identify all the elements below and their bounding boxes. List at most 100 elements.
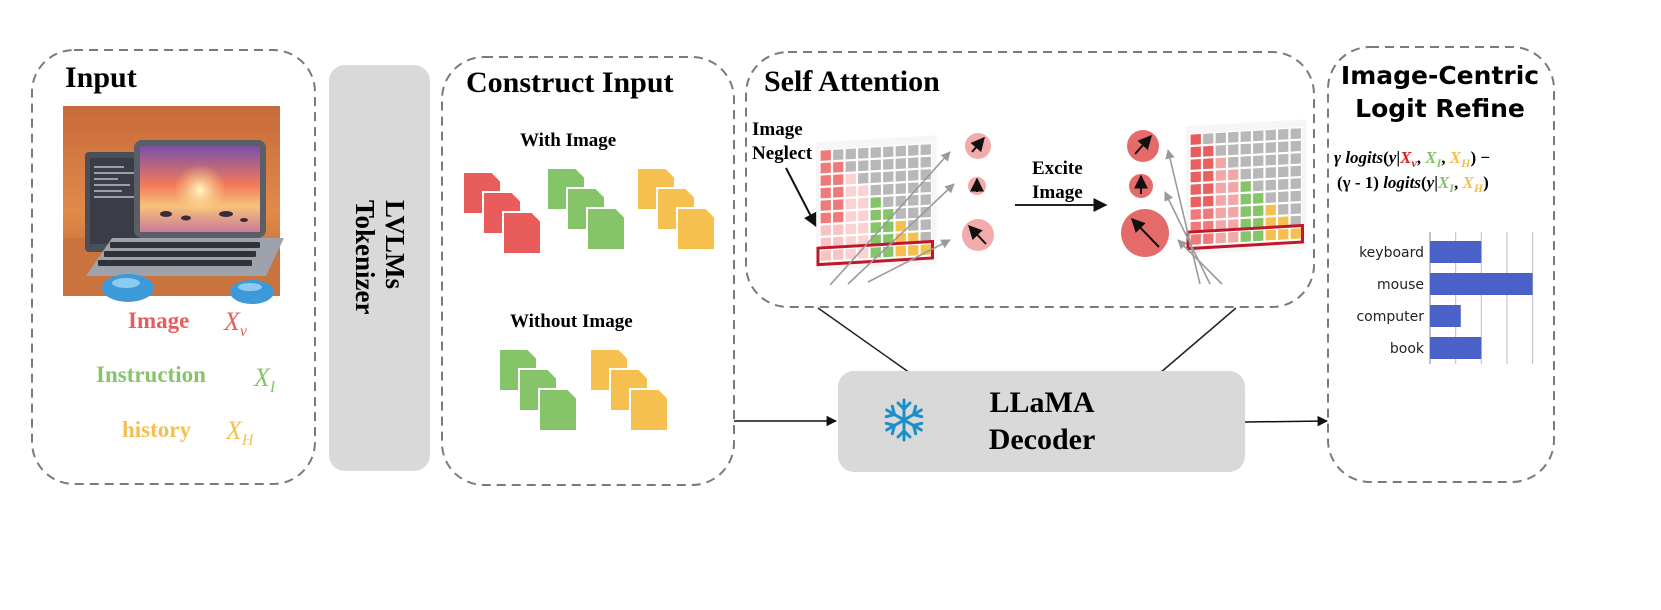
attention-cell xyxy=(1264,178,1278,192)
image-neglect-line2: Neglect xyxy=(752,143,813,164)
attention-cell xyxy=(1189,195,1203,209)
attention-cell xyxy=(919,155,933,169)
attention-cell xyxy=(1276,227,1290,242)
tokenizer-line1: LVLMs xyxy=(380,200,410,289)
attention-cell xyxy=(1251,229,1265,243)
attention-cell xyxy=(919,180,933,194)
attention-cell xyxy=(1201,156,1215,171)
flow-arrow-to-refine xyxy=(1244,415,1329,427)
attention-cell xyxy=(1264,140,1278,155)
attention-cell xyxy=(1239,167,1253,181)
input-history-symbol: XH xyxy=(225,416,255,449)
attention-cell xyxy=(1276,127,1290,142)
attention-cell xyxy=(844,209,858,224)
attention-cell xyxy=(1226,155,1240,169)
attention-cell xyxy=(1214,193,1228,208)
attention-cell xyxy=(819,186,833,200)
token-stack-instruction xyxy=(546,167,626,251)
input-instruction-symbol: XI xyxy=(253,363,276,396)
attention-cell xyxy=(1226,180,1240,194)
attention-cell xyxy=(1189,132,1203,147)
image-neglect-line1: Image xyxy=(752,119,803,140)
attention-cell xyxy=(1264,190,1278,205)
attention-cell xyxy=(881,195,895,209)
attention-cell xyxy=(906,218,920,233)
tokenizer-box xyxy=(329,65,430,471)
without-image-label: Without Image xyxy=(510,311,633,332)
attention-cell xyxy=(906,143,920,158)
input-title: Input xyxy=(65,61,137,94)
attention-cell xyxy=(881,245,895,259)
attention-cell xyxy=(1201,131,1215,146)
attention-cell xyxy=(1251,204,1265,218)
attention-cell xyxy=(1214,206,1228,220)
attention-cell xyxy=(1214,156,1228,170)
attention-cell xyxy=(1264,128,1278,142)
photo-code-lines xyxy=(94,166,136,198)
decoder-block: LLaMA Decoder xyxy=(817,307,1245,472)
attention-cell xyxy=(894,156,908,171)
attention-cell xyxy=(1251,129,1265,143)
attention-cell xyxy=(1201,194,1215,208)
input-photo xyxy=(63,106,284,304)
snowflake-icon xyxy=(882,398,926,442)
attention-cell xyxy=(894,169,908,183)
attention-cell xyxy=(919,167,933,182)
attention-cell xyxy=(1239,229,1253,244)
attention-cell xyxy=(869,183,883,197)
attention-cell xyxy=(856,159,870,173)
attention-cell xyxy=(1289,139,1303,153)
token-stack-history xyxy=(636,167,716,251)
attention-cell xyxy=(1201,169,1215,183)
attention-cell xyxy=(1289,151,1303,166)
attention-cell xyxy=(819,223,833,238)
attention-cell xyxy=(1239,154,1253,169)
input-instruction-label: Instruction xyxy=(96,362,206,387)
attention-cell xyxy=(1264,153,1278,167)
attention-cell xyxy=(1251,154,1265,168)
attention-cell xyxy=(844,147,858,161)
construct-panel: Construct Input With Image Without Image xyxy=(441,56,735,486)
attention-cell xyxy=(1189,182,1203,197)
input-instruction-row: Instruction XI xyxy=(96,362,276,396)
attention-cell xyxy=(819,198,833,213)
refine-panel: Image-Centric Logit Refine γ logits(y|Xv… xyxy=(1327,46,1555,483)
attention-cell xyxy=(856,196,870,210)
attention-cell xyxy=(1214,181,1228,195)
attention-cell xyxy=(819,211,833,225)
attention-cell xyxy=(831,160,845,174)
chart-category-label: keyboard xyxy=(1359,245,1424,261)
instruction-token-3 xyxy=(586,207,626,251)
attention-cell xyxy=(819,161,833,175)
input-history-row: history XH xyxy=(122,416,255,449)
attention-cell xyxy=(1214,143,1228,158)
attention-cell xyxy=(1276,190,1290,204)
attention-cell xyxy=(831,210,845,224)
token-stack-history-no-image xyxy=(589,348,669,432)
attention-cell xyxy=(856,146,870,160)
attention-cell xyxy=(831,222,845,237)
attention-cell xyxy=(919,217,933,232)
attention-cell xyxy=(894,219,908,233)
photo-keys xyxy=(98,242,260,266)
history-token-3 xyxy=(629,388,669,432)
attention-cell xyxy=(1214,168,1228,183)
refine-title-line1: Image-Centric xyxy=(1341,61,1539,90)
attention-cell xyxy=(1201,231,1215,246)
attention-cell xyxy=(1251,166,1265,181)
excite-line1: Excite xyxy=(1032,158,1083,179)
attention-cell xyxy=(819,148,833,163)
photo-sun xyxy=(174,164,226,216)
attention-cell xyxy=(819,173,833,188)
attention-cell xyxy=(844,247,858,261)
attention-cell xyxy=(856,221,870,235)
attention-panel-border xyxy=(745,51,1315,308)
attention-cell xyxy=(1214,131,1228,145)
attention-cell xyxy=(1201,144,1215,158)
attention-cell xyxy=(894,181,908,196)
photo-rocks xyxy=(160,211,248,222)
decoder-line1: LLaMA xyxy=(990,386,1095,419)
attention-cell xyxy=(856,209,870,223)
instruction-token-3 xyxy=(538,388,578,432)
attention-cell xyxy=(1289,164,1303,178)
